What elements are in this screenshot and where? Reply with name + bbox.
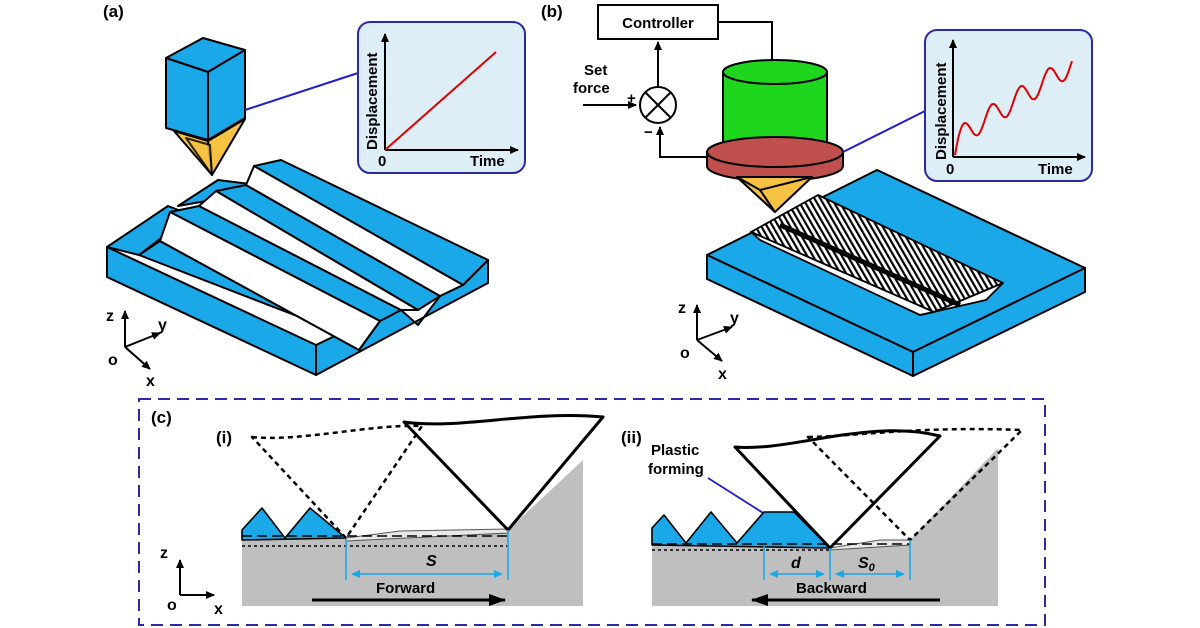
axes-triad-c: z x o <box>160 545 223 618</box>
groove-wall <box>198 190 419 311</box>
plastic-forming-label-line1: Plastic <box>651 442 699 459</box>
axis-z-label: z <box>160 545 168 562</box>
displacement-plot-a: Displacement Time 0 <box>357 21 526 174</box>
tool-current-position <box>402 414 605 532</box>
set-force-label-line1: Set <box>584 62 607 79</box>
summing-junction <box>639 86 677 124</box>
panel-a-label: (a) <box>103 2 124 21</box>
plot-xlabel: Time <box>1038 161 1073 178</box>
panel-c-frame <box>138 398 1046 626</box>
subpanel-i: (i) S Forward <box>216 414 605 606</box>
plot-frame <box>357 21 526 174</box>
subpanel-i-label: (i) <box>216 428 232 447</box>
backward-label: Backward <box>796 580 867 597</box>
plot-xlabel: Time <box>470 153 505 170</box>
plot-frame <box>924 29 1093 182</box>
panel-b: (b) Controller Set force + − <box>541 2 1093 383</box>
groove-wall <box>245 165 464 297</box>
plot-connector-line <box>842 110 926 153</box>
machined-groove <box>750 194 1004 316</box>
axes-triad-a: z y x o <box>106 308 167 390</box>
groove-wall <box>159 211 381 351</box>
control-loop <box>583 21 776 158</box>
plot-ylabel: Displacement <box>364 52 381 150</box>
groove-teeth <box>651 511 831 549</box>
d-label: d <box>791 555 802 572</box>
diamond-tip-b <box>736 176 813 213</box>
axis-y-label: y <box>730 310 739 327</box>
plot-origin: 0 <box>378 153 386 170</box>
panel-c-label: (c) <box>151 408 172 427</box>
panel-c: (c) (i) S Forward <box>138 398 1046 626</box>
axis-z-label: z <box>106 308 114 325</box>
plot-connector-line <box>244 72 359 111</box>
panel-a: (a) <box>103 2 526 390</box>
axis-x-label: x <box>214 601 223 618</box>
plastic-forming-label-line2: forming <box>648 461 704 478</box>
axis-origin-label: o <box>108 352 118 369</box>
panel-b-label: (b) <box>541 2 563 21</box>
minus-sign: − <box>644 124 653 141</box>
axis-origin-label: o <box>167 597 177 614</box>
tool-previous-position <box>250 424 424 540</box>
axes-triad-b: z y x o <box>678 300 739 383</box>
s0-label: S0 <box>858 555 876 574</box>
force-sensor <box>706 136 844 182</box>
plot-ylabel: Displacement <box>933 62 950 160</box>
axis-x-label: x <box>718 366 727 383</box>
substrate-section <box>242 460 583 606</box>
plus-sign: + <box>627 90 636 107</box>
s-label: S <box>426 553 437 570</box>
controller-label: Controller <box>622 15 694 32</box>
axis-z-label: z <box>678 300 686 317</box>
set-force-label-line2: force <box>573 80 610 97</box>
axis-origin-label: o <box>680 345 690 362</box>
axis-y-label: y <box>158 317 167 334</box>
subpanel-ii-label: (ii) <box>621 428 642 447</box>
subpanel-ii: (ii) Plastic forming d S0 <box>621 427 1024 606</box>
plot-origin: 0 <box>946 161 954 178</box>
forward-label: Forward <box>376 580 435 597</box>
oscillating-displacement-curve <box>954 60 1073 156</box>
diamond-tip <box>173 118 246 176</box>
grooved-workpiece <box>106 159 489 376</box>
tool-current-position <box>733 429 942 550</box>
tool-holder <box>165 37 246 141</box>
linear-displacement-curve <box>384 51 497 151</box>
controller-box <box>597 4 719 40</box>
displacement-plot-b: Displacement Time 0 <box>924 29 1093 182</box>
substrate-section <box>652 448 998 606</box>
axis-x-label: x <box>146 373 155 390</box>
